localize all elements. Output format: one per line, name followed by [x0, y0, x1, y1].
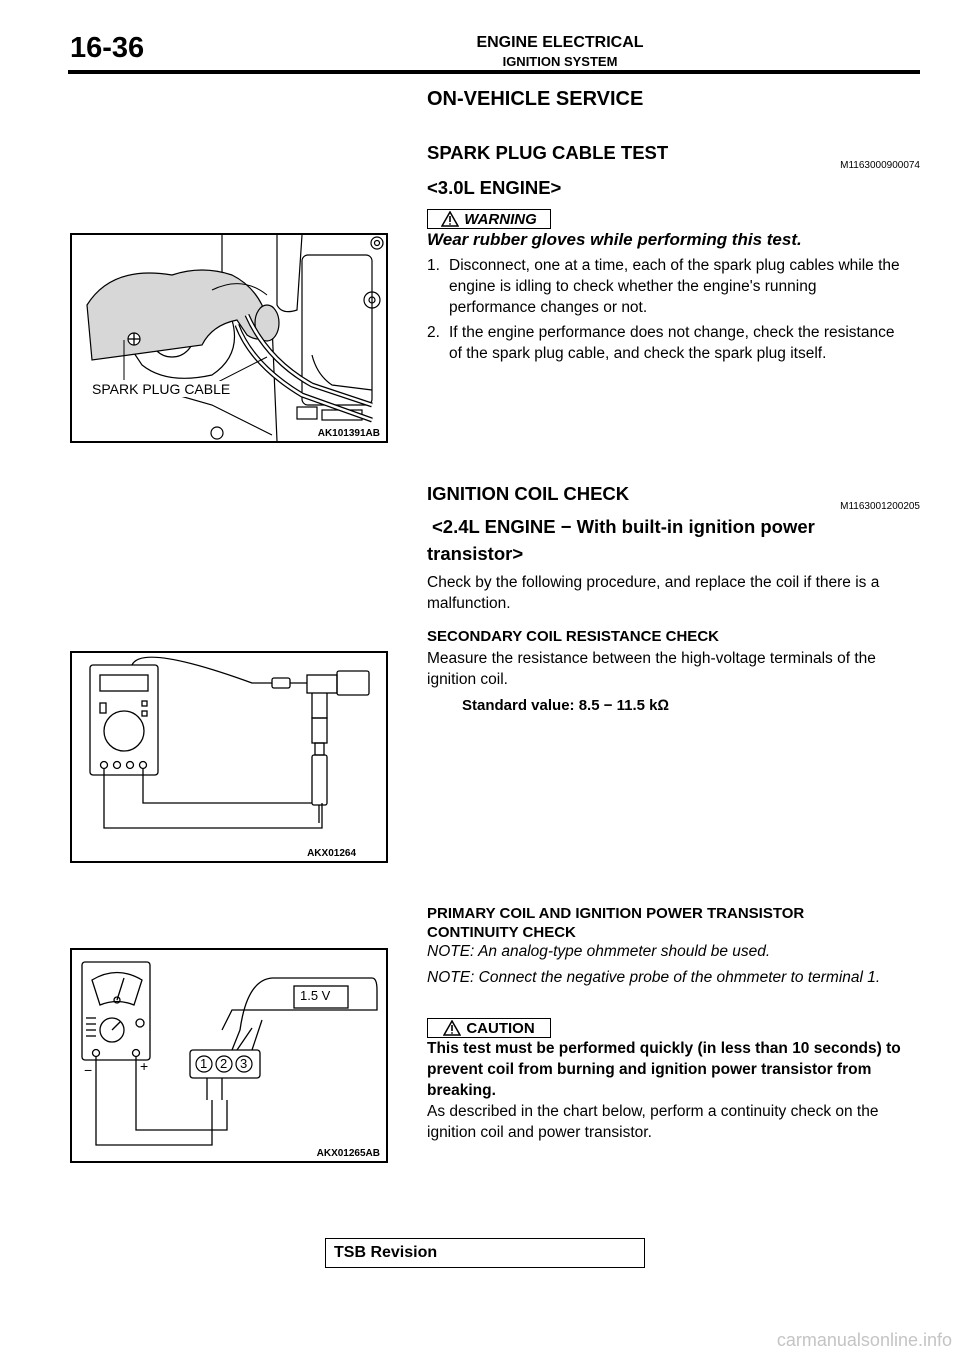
page-number: 16-36: [70, 32, 145, 64]
ignition-coil-title: IGNITION COIL CHECK: [427, 483, 630, 504]
terminal-1-label: 1: [200, 1056, 208, 1071]
watermark: carmanualsonline.info: [776, 1330, 952, 1350]
minus-label: −: [84, 1062, 93, 1078]
spark-plug-engine: <3.0L ENGINE>: [427, 177, 562, 198]
primary-note2: NOTE: Connect the negative probe of the …: [427, 969, 881, 986]
warning-text: Wear rubber gloves while performing this…: [427, 230, 802, 249]
ignition-coil-engine-line1: <2.4L ENGINE − With built-in ignition po…: [432, 516, 815, 537]
terminal-3-label: 3: [240, 1056, 248, 1071]
section-title: ENGINE ELECTRICAL: [476, 34, 644, 51]
secondary-standard: Standard value: 8.5 − 11.5 kΩ: [462, 697, 670, 714]
spark-plug-steps: 1.Disconnect, one at a time, each of the…: [427, 255, 907, 368]
ohmmeter-illustration: [81, 961, 378, 1146]
tsb-revision-box: TSB Revision: [325, 1238, 645, 1268]
ignition-coil-engine-line2: transistor>: [427, 543, 524, 564]
engine-illustration: [86, 235, 384, 441]
step-item: 1.Disconnect, one at a time, each of the…: [427, 257, 900, 316]
caution-text: This test must be performed quickly (in …: [427, 1040, 901, 1099]
step-item: 2.If the engine performance does not cha…: [427, 324, 895, 362]
ignition-coil-code: M1163001200205: [840, 501, 920, 512]
spark-plug-cable-label: SPARK PLUG CABLE: [90, 381, 233, 397]
caution-badge: CAUTION: [427, 1018, 551, 1038]
secondary-coil-figure: AKX01264: [70, 651, 388, 863]
primary-text: As described in the chart below, perform…: [427, 1103, 879, 1141]
terminal-2-label: 2: [220, 1056, 228, 1071]
warning-triangle-icon: [441, 211, 460, 227]
spark-plug-cable-figure: SPARK PLUG CABLE AK101391AB: [70, 233, 388, 443]
figure-code: AKX01264: [307, 848, 356, 859]
tsb-revision-label: TSB Revision: [334, 1244, 438, 1261]
primary-title-line2: CONTINUITY CHECK: [427, 924, 576, 941]
main-heading: ON-VEHICLE SERVICE: [427, 88, 644, 110]
secondary-text: Measure the resistance between the high-…: [427, 650, 876, 688]
voltage-label: 1.5 V: [300, 988, 331, 1003]
header-rule: [68, 70, 920, 74]
warning-badge: WARNING: [427, 209, 551, 229]
subsection-title: IGNITION SYSTEM: [502, 54, 618, 69]
multimeter-illustration: [89, 656, 370, 829]
caution-label: CAUTION: [466, 1019, 535, 1037]
caution-triangle-icon: [443, 1020, 462, 1036]
ignition-coil-intro: Check by the following procedure, and re…: [427, 574, 880, 612]
primary-title-line1: PRIMARY COIL AND IGNITION POWER TRANSIST…: [427, 905, 805, 922]
primary-note1: NOTE: An analog-type ohmmeter should be …: [427, 943, 771, 960]
primary-coil-figure: 1.5 V − + 1 2 3 AKX01265AB: [70, 948, 388, 1163]
plus-label: +: [140, 1058, 149, 1074]
warning-label: WARNING: [464, 210, 537, 228]
spark-plug-test-title: SPARK PLUG CABLE TEST: [427, 142, 669, 163]
figure-code: AKX01265AB: [316, 1148, 380, 1159]
figure-code: AK101391AB: [317, 428, 380, 439]
secondary-title: SECONDARY COIL RESISTANCE CHECK: [427, 628, 719, 645]
spark-plug-test-code: M1163000900074: [840, 160, 920, 171]
